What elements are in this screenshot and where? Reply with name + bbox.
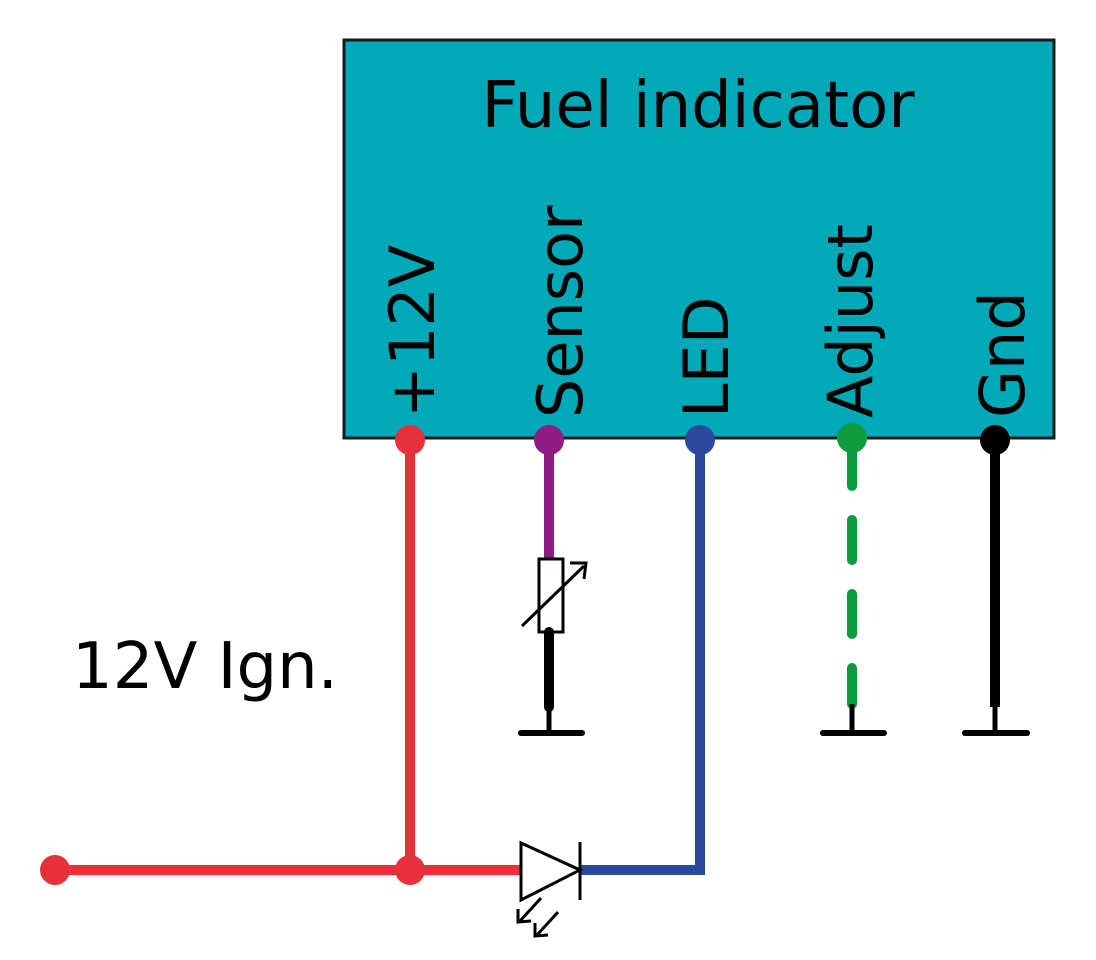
module-title: Fuel indicator [481, 69, 915, 143]
pin-label-adjust: Adjust [814, 224, 887, 418]
pin-dot-12v [395, 425, 425, 455]
variable-resistor-icon [537, 557, 565, 634]
pin-dot-led [685, 425, 715, 455]
wire-adjust [820, 441, 887, 736]
supply-terminal [40, 855, 70, 885]
pin-dot-sensor [534, 425, 564, 455]
supply-label: 12V Ign. [72, 630, 338, 704]
pin-dot-adjust [837, 423, 867, 453]
wire-sensor [518, 435, 588, 736]
pin-label-sensor: Sensor [524, 205, 597, 418]
pin-dot-gnd [980, 425, 1010, 455]
led-icon [516, 840, 584, 938]
pin-label-12v: +12V [376, 245, 449, 418]
wire-gnd [962, 440, 1030, 736]
pin-label-led: LED [670, 297, 743, 418]
wire-led [516, 440, 705, 938]
pin-label-gnd: Gnd [966, 291, 1039, 418]
fuel-indicator-module [342, 38, 1056, 440]
wire-12v [40, 440, 530, 885]
junction-dot [395, 855, 425, 885]
